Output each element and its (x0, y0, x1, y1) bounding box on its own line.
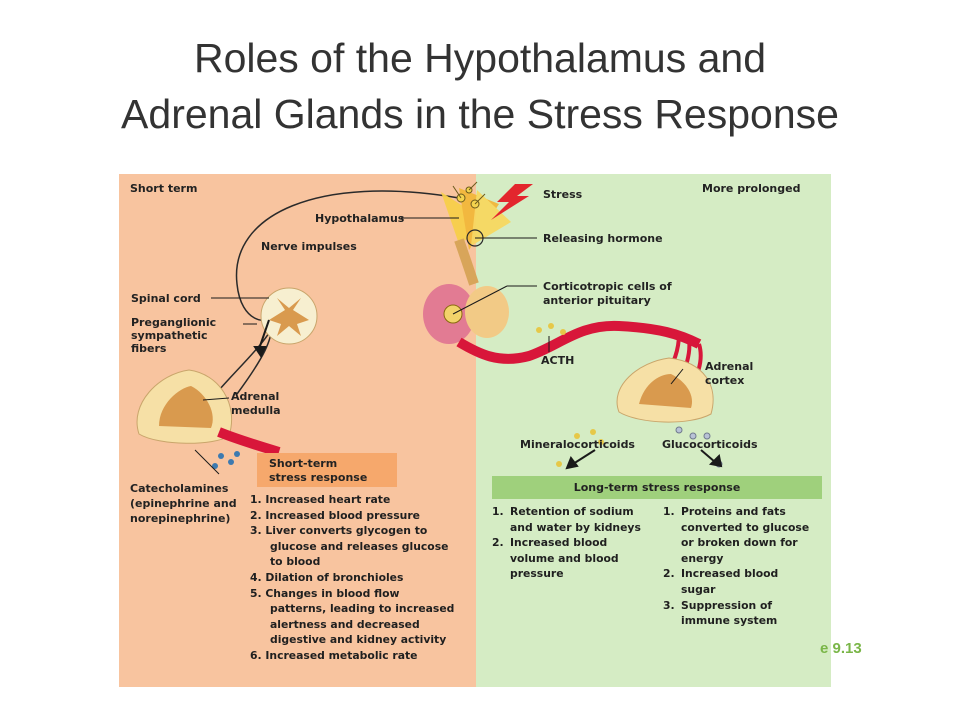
mineralocorticoid-effects-list: 1. Retention of sodium and water by kidne… (492, 504, 641, 582)
adrenal-cortex-gland (616, 357, 714, 423)
list-item: patterns, leading to increased (270, 602, 455, 616)
short-term-heading: Short term (130, 182, 198, 195)
list-number: 1. (663, 505, 675, 518)
pituitary-stalk (454, 238, 479, 286)
acth-label: ACTH (541, 354, 575, 367)
short-term-response-box: Short-term stress response (257, 453, 397, 487)
list-item: Increased blood (510, 536, 608, 550)
preganglionic-label-line2: sympathetic (131, 329, 208, 342)
catecholamines-label-line2: (epinephrine and (130, 497, 237, 510)
title-line-1: Roles of the Hypothalamus and (193, 35, 767, 81)
posterior-pituitary (465, 286, 509, 338)
glucocorticoids-label: Glucocorticoids (662, 438, 758, 451)
hypothalamus-label: Hypothalamus (315, 212, 405, 225)
stress-response-figure: Short term More prolonged Stress Hypotha… (119, 174, 831, 687)
list-item: Retention of sodium (510, 505, 634, 518)
adrenal-cortex-label-line2: cortex (705, 374, 745, 387)
adrenal-medulla-label-line1: Adrenal (231, 390, 280, 403)
neuron-icon (452, 181, 486, 209)
releasing-hormone-label: Releasing hormone (543, 232, 663, 245)
short-term-effects-list: 1. Increased heart rate 2. Increased blo… (250, 492, 454, 664)
stress-bolt-icon (491, 184, 533, 220)
list-item: 1. Increased heart rate (250, 493, 391, 506)
adrenal-cortex-label-line1: Adrenal (705, 360, 754, 373)
list-item: or broken down for (681, 536, 798, 550)
spinal-cord-label: Spinal cord (131, 292, 201, 305)
spinal-cord-icon (260, 287, 318, 345)
list-item: 2. Increased blood pressure (250, 508, 420, 522)
figure-reference: e 9.13 (820, 640, 862, 657)
list-number: 2. (663, 567, 675, 581)
mineralo-dots (556, 429, 604, 467)
prolonged-panel (476, 174, 831, 687)
title-line-2: Adrenal Glands in the Stress Response (121, 91, 839, 137)
list-item: 5. Changes in blood flow (250, 586, 400, 600)
short-term-box-line2: stress response (269, 471, 368, 484)
list-item: 3. Liver converts glycogen to (250, 524, 428, 538)
list-item: digestive and kidney activity (270, 633, 447, 647)
list-item: Suppression of (681, 598, 773, 612)
long-term-response-band: Long-term stress response (492, 476, 822, 499)
list-number: 2. (492, 536, 504, 550)
list-item: Proteins and fats (681, 505, 786, 518)
list-item: to blood (270, 555, 321, 569)
preganglionic-label-line1: Preganglionic (131, 316, 217, 329)
anatomy-illustration (136, 181, 723, 475)
list-item: sugar (681, 582, 716, 596)
list-number: 1. (492, 505, 504, 518)
blood-vessel-icon (456, 320, 702, 364)
acth-dots (536, 323, 566, 335)
list-item: and water by kidneys (510, 520, 641, 534)
list-number: 3. (663, 598, 675, 612)
short-term-box-line1: Short-term (269, 457, 338, 470)
long-term-band-label: Long-term stress response (573, 481, 741, 494)
list-item: Increased blood (681, 567, 779, 581)
catecholamines-label-line3: norepinephrine) (130, 512, 231, 525)
corticotropic-label-line1: Corticotropic cells of (543, 280, 672, 293)
preganglionic-label-line3: fibers (131, 342, 167, 355)
list-item: volume and blood (510, 551, 619, 565)
arrow-icon (253, 319, 723, 470)
list-item: 4. Dilation of bronchioles (250, 570, 404, 584)
list-item: alertness and decreased (270, 617, 420, 631)
mineralocorticoids-label: Mineralocorticoids (520, 438, 635, 451)
catecholamines-label-line1: Catecholamines (130, 482, 229, 495)
list-item: pressure (510, 567, 564, 581)
corticotropic-label-line2: anterior pituitary (543, 294, 651, 307)
list-item: converted to glucose (681, 520, 810, 534)
list-item: immune system (681, 614, 778, 628)
list-item: glucose and releases glucose (270, 539, 449, 553)
nerve-impulses-label: Nerve impulses (261, 240, 357, 253)
slide-title: Roles of the Hypothalamus and Adrenal Gl… (0, 30, 960, 142)
list-item: 6. Increased metabolic rate (250, 648, 418, 662)
glucocorticoid-effects-list: 1. Proteins and fats converted to glucose… (663, 504, 809, 629)
hormone-dot-icon (212, 451, 240, 469)
adrenal-medulla-label-line2: medulla (231, 404, 281, 417)
leader-lines (194, 217, 684, 475)
adrenal-gland-icon (136, 369, 281, 457)
prolonged-heading: More prolonged (702, 182, 801, 195)
nerve-fiber-path (235, 190, 460, 395)
list-item: energy (681, 551, 724, 565)
stress-label: Stress (543, 188, 583, 201)
